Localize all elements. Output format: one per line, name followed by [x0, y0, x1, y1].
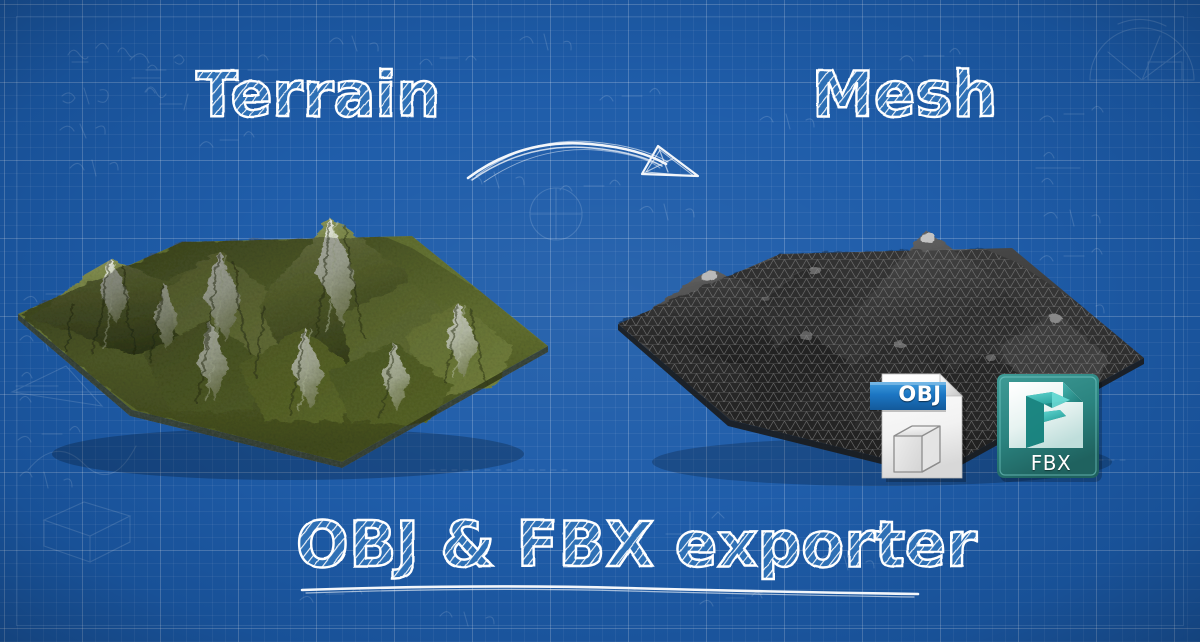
conversion-arrow-icon — [466, 140, 700, 183]
autodesk-f-logo-icon — [1026, 392, 1070, 448]
terrain-heading: Terrain — [195, 57, 442, 136]
mesh-wireframe-render — [614, 212, 1148, 486]
wireframe-cube-icon — [893, 425, 941, 473]
terrain-heading-text: Terrain — [196, 58, 441, 131]
obj-file-icon[interactable]: OBJ — [868, 368, 972, 486]
mesh-heading-text: Mesh — [812, 58, 997, 131]
title-underline — [300, 585, 920, 598]
poster-title-text: OBJ & FBX exporter — [296, 508, 978, 581]
poster-title: OBJ & FBX exporter — [295, 507, 979, 618]
fbx-file-icon[interactable]: FBX — [996, 372, 1106, 484]
terrain-heightmap-render — [12, 196, 552, 480]
mesh-heading: Mesh — [811, 57, 1002, 136]
